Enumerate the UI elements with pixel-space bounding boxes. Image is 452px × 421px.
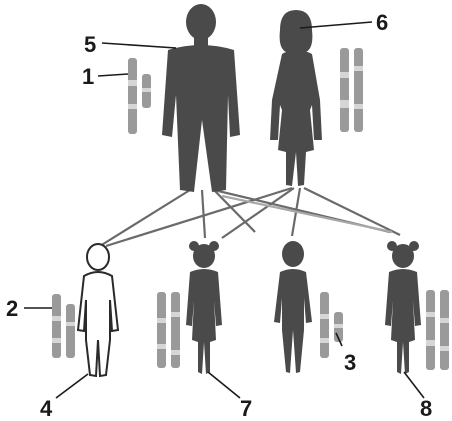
label-2: 2 bbox=[6, 296, 18, 321]
child-girl-left-silhouette bbox=[186, 241, 222, 374]
mother-silhouette bbox=[270, 10, 322, 186]
label-6: 6 bbox=[376, 10, 388, 35]
chromosome-pair-child-7 bbox=[157, 292, 180, 368]
chromosome-pair-child-8 bbox=[426, 290, 449, 370]
label-1: 1 bbox=[82, 64, 94, 89]
chromosome-pair-mother bbox=[340, 48, 363, 132]
child-girl-right-silhouette bbox=[385, 241, 421, 374]
label-5: 5 bbox=[84, 32, 96, 57]
chromosome-pair-child-3 bbox=[320, 292, 343, 358]
child-outline-silhouette bbox=[78, 244, 118, 376]
inheritance-lines bbox=[100, 188, 400, 246]
label-4: 4 bbox=[40, 396, 53, 421]
label-7: 7 bbox=[240, 396, 252, 421]
chromosome-pair-child-2 bbox=[52, 294, 75, 358]
child-boy-silhouette bbox=[274, 241, 312, 373]
chromosome-pair-father bbox=[128, 58, 151, 134]
label-3: 3 bbox=[344, 350, 356, 375]
father-silhouette bbox=[162, 4, 240, 192]
label-8: 8 bbox=[420, 396, 432, 421]
